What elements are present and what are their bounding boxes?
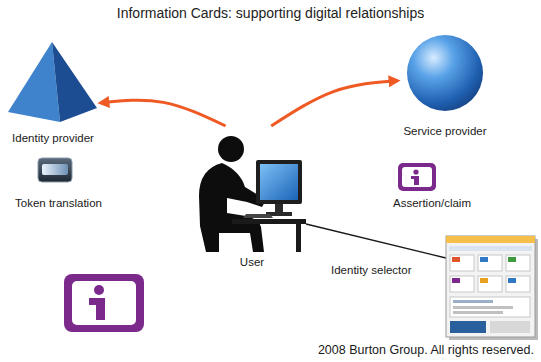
service-provider: Service provider: [397, 33, 493, 139]
diagram-title: Information Cards: supporting digital re…: [0, 5, 541, 22]
screenshot-card: [478, 276, 502, 292]
card-border: [64, 274, 144, 332]
screenshot-panel: [450, 321, 486, 333]
monitor-stand: [275, 204, 283, 213]
screenshot-bar: [449, 246, 532, 251]
card-border: [398, 163, 436, 191]
screenshot-card: [506, 255, 530, 271]
screenshot-card-mark: [480, 257, 488, 262]
monitor-frame: [256, 160, 302, 204]
identity-provider: Identity provider: [5, 38, 101, 146]
card-face: [402, 167, 432, 187]
screenshot-card-mark: [452, 278, 460, 283]
token-icon: [38, 158, 72, 182]
claim-card-icon: [398, 163, 436, 191]
user-body: [199, 163, 266, 252]
pyramid-face: [52, 42, 97, 122]
screenshot-card: [506, 276, 530, 292]
screenshot-card: [478, 255, 502, 271]
screenshot-line: [453, 300, 493, 303]
screenshot-card-mark: [480, 278, 488, 283]
selector-screenshot: [446, 236, 538, 340]
node-label: User: [240, 255, 264, 270]
card-i-dot: [94, 285, 104, 295]
icon-caption: Token translation: [14, 196, 103, 210]
token-band: [42, 164, 68, 175]
card-i-stem: [411, 176, 419, 185]
copyright-note: 2008 Burton Group. All rights reserved.: [317, 343, 535, 357]
screenshot-card-mark: [508, 257, 516, 262]
screenshot-header: [446, 236, 535, 243]
user-silhouette: [199, 136, 306, 252]
icon-caption: Assertion/claim: [392, 196, 472, 210]
screenshot-card-mark: [508, 278, 516, 283]
card-i-dot: [413, 169, 418, 174]
screenshot-panel: [450, 297, 530, 317]
orange-arrow: [271, 81, 397, 126]
information-card-icon: [64, 274, 144, 332]
node-label: Identity provider: [12, 131, 94, 146]
card-face: [72, 281, 136, 325]
screenshot-line: [453, 306, 513, 309]
pyramid-face: [8, 42, 60, 122]
sphere-icon: [407, 35, 483, 111]
screenshot-card: [450, 255, 474, 271]
user-head: [218, 136, 244, 162]
user-node: User: [192, 126, 312, 270]
leader-line: [306, 224, 446, 258]
screenshot-card-mark: [452, 257, 460, 262]
desk-leg: [296, 224, 301, 252]
screenshot-card: [450, 276, 474, 292]
callout-label: Identity selector: [330, 263, 413, 277]
pyramid-icon: [8, 42, 97, 122]
monitor-screen: [260, 164, 298, 200]
desk: [232, 219, 306, 224]
orange-arrow: [101, 100, 226, 126]
node-label: Service provider: [403, 124, 486, 139]
screenshot-line: [453, 311, 503, 314]
keyboard: [243, 214, 273, 218]
screenshot-window: [446, 236, 535, 337]
card-i-stem: [89, 298, 105, 320]
token-card: [38, 158, 72, 182]
screenshot-panel: [490, 321, 530, 333]
